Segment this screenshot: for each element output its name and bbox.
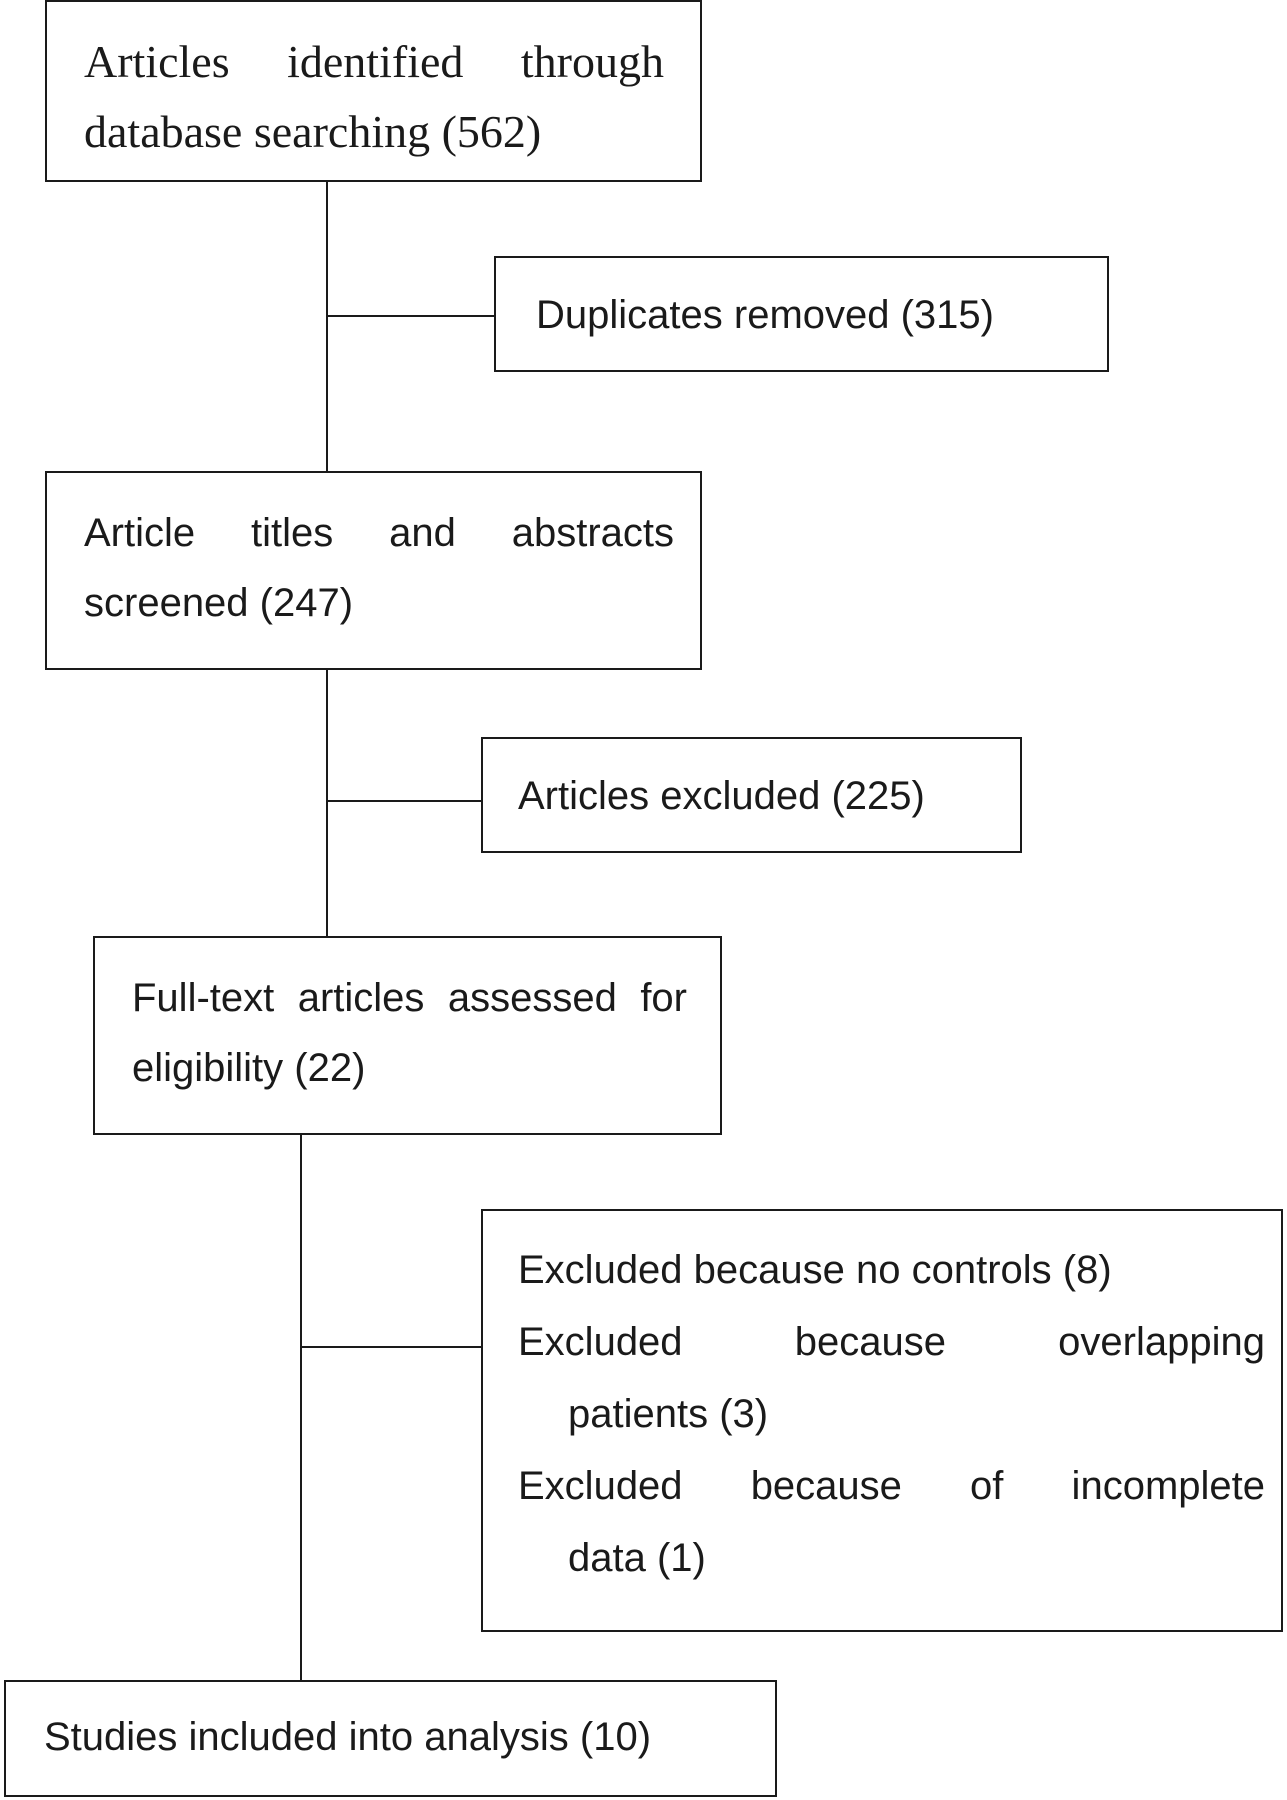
screened-text: Article titles and abstracts screened (2… — [84, 511, 674, 625]
identified-box: Articles identified through database sea… — [45, 0, 702, 182]
connector-identified-to-screened — [326, 180, 328, 472]
identified-text: Articles identified through database sea… — [84, 36, 664, 157]
exclusion-overlapping-line1: Excluded because overlapping — [518, 1320, 1265, 1364]
connector-screened-to-fulltext — [326, 668, 328, 938]
connector-to-excluded — [326, 800, 483, 802]
exclusion-incomplete-line1: Excluded because of incomplete — [518, 1464, 1265, 1508]
excluded-box: Articles excluded (225) — [481, 737, 1022, 853]
duplicates-box: Duplicates removed (315) — [494, 256, 1109, 372]
fulltext-text: Full-text articles assessed for eligibil… — [132, 976, 687, 1090]
excluded-text: Articles excluded (225) — [518, 774, 925, 818]
included-box: Studies included into analysis (10) — [4, 1680, 777, 1797]
included-text: Studies included into analysis (10) — [44, 1715, 652, 1759]
duplicates-text: Duplicates removed (315) — [536, 293, 994, 337]
exclusions-list: Excluded because no controls (8) Exclude… — [518, 1234, 1265, 1594]
exclusion-overlapping-line2: patients (3) — [568, 1392, 769, 1436]
exclusions-box: Excluded because no controls (8) Exclude… — [481, 1209, 1283, 1632]
fulltext-box: Full-text articles assessed for eligibil… — [93, 936, 722, 1135]
connector-to-exclusions — [300, 1346, 483, 1348]
connector-to-duplicates — [326, 315, 496, 317]
screened-box: Article titles and abstracts screened (2… — [45, 471, 702, 670]
exclusion-incomplete-line2: data (1) — [568, 1536, 706, 1580]
connector-fulltext-to-included — [300, 1133, 302, 1682]
exclusion-no-controls: Excluded because no controls (8) — [518, 1248, 1112, 1292]
